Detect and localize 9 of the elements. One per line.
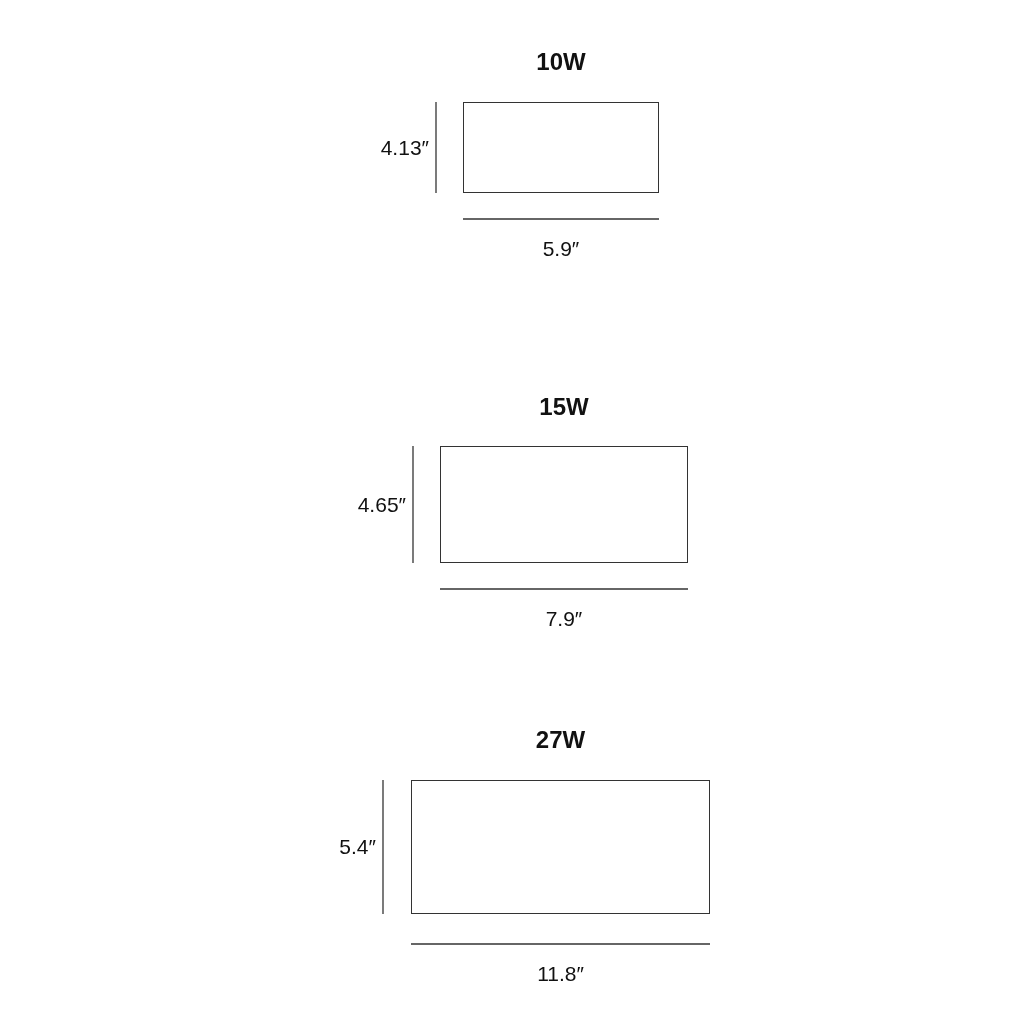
dimension-label: 4.65″	[357, 492, 406, 517]
heading: 27W	[534, 726, 587, 754]
dimension-label: 5.9″	[542, 237, 580, 261]
dimension-label: 5.4″	[339, 835, 376, 859]
heading: 10W	[535, 48, 587, 76]
dimension-label: 11.8″	[537, 962, 584, 986]
dimension-label: 4.13″	[380, 135, 429, 160]
dimension-label: 7.9″	[545, 607, 583, 631]
heading: 15W	[538, 393, 590, 421]
